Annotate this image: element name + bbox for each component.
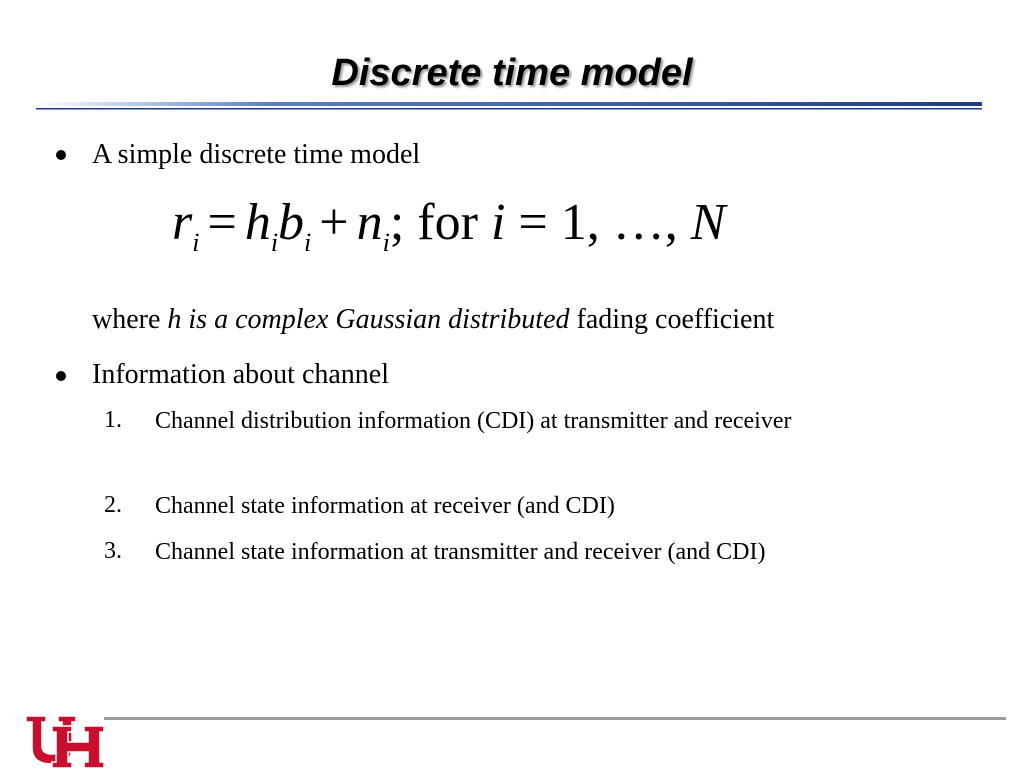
where-prefix: where	[92, 304, 168, 335]
footer-rule	[104, 717, 1006, 720]
eq-b: b	[278, 194, 305, 251]
bullet-text: A simple discrete time model	[92, 139, 421, 170]
eq-plus: +	[319, 194, 349, 251]
eq-sub-i: i	[304, 228, 312, 257]
slide-title: Discrete time model	[331, 52, 693, 94]
eq-index-i: i	[490, 194, 506, 251]
eq-range: = 1, …,	[518, 194, 678, 251]
where-italic: h is a complex Gaussian distributed	[167, 304, 570, 335]
eq-h: h	[244, 194, 271, 251]
eq-sub-i: i	[382, 228, 390, 257]
eq-N: N	[690, 194, 726, 251]
title-underline	[36, 102, 982, 110]
eq-r: r	[172, 194, 193, 251]
bullet-dot	[56, 371, 66, 381]
eq-n: n	[356, 194, 383, 251]
list-item: Channel state information at receiver (a…	[155, 493, 615, 519]
where-suffix: fading coefficient	[569, 304, 775, 335]
eq-sub-i: i	[192, 228, 200, 257]
where-line: where h is a complex Gaussian distribute…	[92, 304, 774, 336]
list-number: 3.	[104, 538, 122, 564]
eq-sub-i: i	[270, 228, 279, 257]
list-item: Channel state information at transmitter…	[155, 539, 766, 565]
eq-equals: =	[207, 194, 237, 251]
list-number: 2.	[104, 492, 122, 518]
eq-for: ; for	[389, 194, 478, 251]
bullet-text: Information about channel	[92, 359, 390, 390]
equation: ri=hibi+ni; for i = 1, …, N	[172, 188, 725, 278]
bullet-dot	[56, 150, 66, 160]
list-item: Channel distribution information (CDI) a…	[155, 408, 792, 434]
uh-interlocking-logo-icon	[25, 715, 104, 768]
list-number: 1.	[104, 407, 122, 433]
